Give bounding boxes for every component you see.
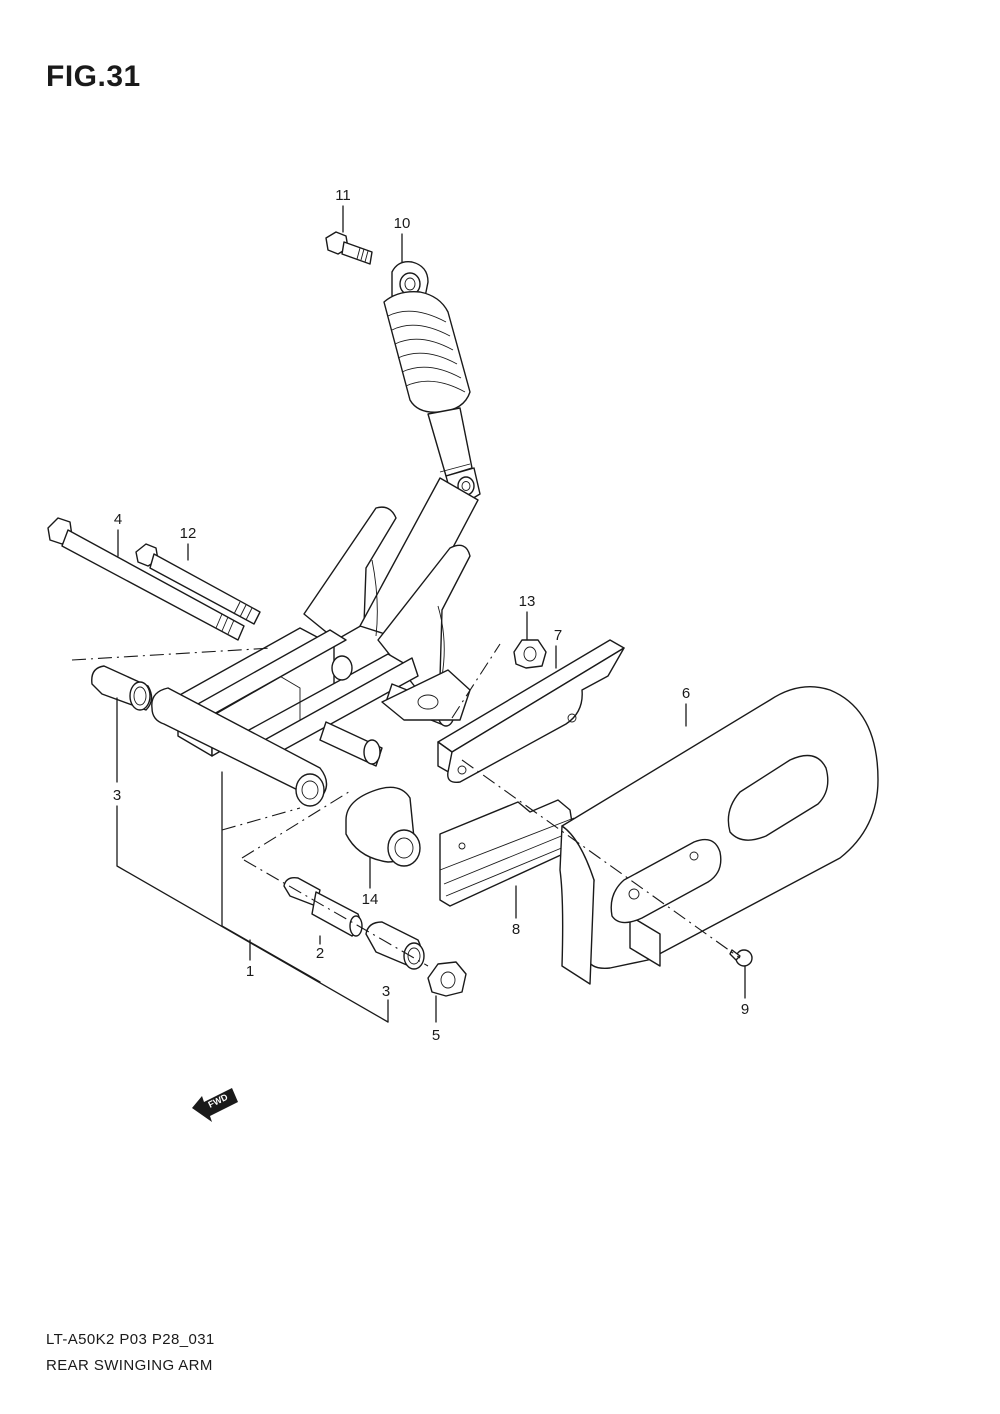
callout-4: 4 bbox=[114, 511, 122, 528]
assembly-center-lines bbox=[71, 643, 741, 967]
chain-slider bbox=[439, 799, 577, 907]
callout-5: 5 bbox=[432, 1027, 440, 1044]
callout-3-left: 3 bbox=[113, 787, 121, 804]
forward-arrow-icon: FWD bbox=[192, 1088, 238, 1122]
callout-10: 10 bbox=[394, 215, 411, 232]
callout-2: 2 bbox=[316, 945, 324, 962]
callout-13: 13 bbox=[519, 593, 536, 610]
leader-lines bbox=[116, 205, 746, 1023]
nut-5 bbox=[427, 961, 467, 997]
callout-7: 7 bbox=[554, 627, 562, 644]
callout-3-right: 3 bbox=[382, 983, 390, 1000]
callout-11: 11 bbox=[335, 187, 351, 204]
rear-shock-absorber bbox=[383, 261, 481, 501]
callout-8: 8 bbox=[512, 921, 520, 938]
callout-9: 9 bbox=[741, 1001, 749, 1018]
callout-1: 1 bbox=[246, 963, 254, 980]
callout-6: 6 bbox=[682, 685, 690, 702]
shock-upper-bolt bbox=[325, 231, 373, 265]
chain-guard-bracket bbox=[437, 639, 625, 783]
callout-labels: 11 10 4 12 13 7 6 3 14 8 2 1 3 9 5 bbox=[113, 187, 749, 1044]
collar-2 bbox=[283, 876, 363, 937]
swinging-arm bbox=[151, 477, 479, 807]
screw-9 bbox=[729, 949, 753, 967]
nut-13 bbox=[513, 639, 547, 669]
bush-14 bbox=[345, 786, 421, 867]
figure-title: FIG.31 bbox=[46, 60, 141, 93]
figure-name: REAR SWINGING ARM bbox=[46, 1357, 213, 1374]
chain-case bbox=[559, 685, 879, 985]
pivot-bolts bbox=[47, 517, 261, 641]
callout-14: 14 bbox=[362, 891, 379, 908]
bushing-left bbox=[91, 665, 153, 711]
callout-12: 12 bbox=[180, 525, 197, 542]
bushing-right bbox=[365, 921, 425, 970]
figure-code: LT-A50K2 P03 P28_031 bbox=[46, 1331, 215, 1348]
